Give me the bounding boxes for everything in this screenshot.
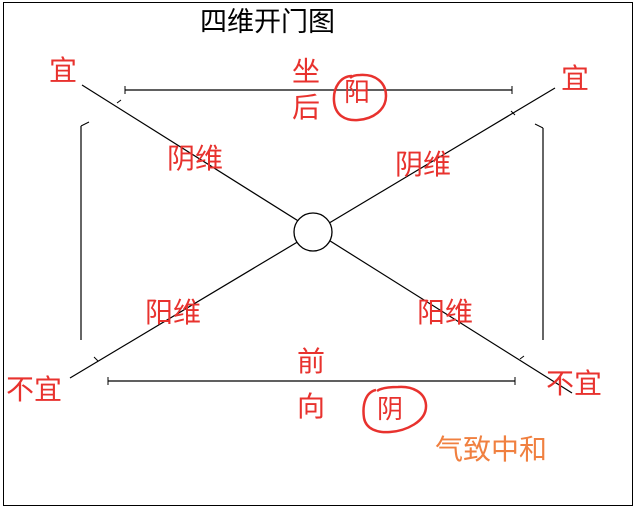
label-yang-circled: 阳: [344, 78, 371, 108]
label-top-right: 宜: [561, 62, 590, 95]
label-bottom-left: 不宜: [6, 373, 63, 406]
circle-mark-bottom: [362, 385, 428, 434]
diag-tick-ur: [510, 110, 516, 116]
label-bottom-right: 不宜: [546, 367, 603, 400]
center-circle: [293, 212, 333, 252]
label-facing: 向: [297, 390, 326, 423]
label-back: 后: [292, 91, 321, 124]
caption-qi-zhi-zhong-he: 气致中和: [435, 433, 548, 466]
diag-tick-lr: [519, 355, 525, 360]
label-front: 前: [297, 345, 326, 378]
label-yang-wei-right: 阳维: [417, 296, 474, 329]
label-yin-circled: 阴: [377, 395, 404, 425]
circle-mark-top: [332, 73, 388, 122]
label-top-left: 宜: [49, 54, 78, 87]
outer-frame: [3, 2, 633, 506]
diagram-title: 四维开门图: [200, 7, 335, 38]
diag-tick-ll: [93, 356, 99, 362]
label-yang-wei-left: 阳维: [145, 296, 202, 329]
left-line-tick-top: [80, 121, 90, 127]
label-sit: 坐: [292, 55, 321, 88]
right-line-tick-top: [534, 123, 544, 129]
label-yin-wei-left: 阴维: [167, 142, 224, 175]
label-yin-wei-right: 阴维: [395, 148, 452, 181]
diag-tick-ul: [116, 99, 122, 104]
